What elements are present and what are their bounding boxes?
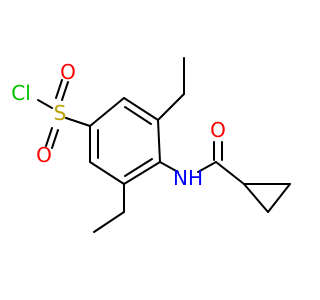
ring-bond-c2-c3 bbox=[123, 97, 159, 121]
atom-label-nh: NH bbox=[173, 166, 203, 190]
ring-bond-c5-c6 bbox=[89, 161, 125, 185]
ring-bond-c1-c2 bbox=[89, 97, 125, 127]
atom-label-o-amide: O bbox=[210, 118, 226, 142]
bond-ring-s bbox=[65, 117, 91, 127]
atom-label-s: S bbox=[54, 101, 67, 125]
bond-ring-n bbox=[159, 161, 179, 173]
ring-double-bond-c4-c5 bbox=[124, 158, 153, 177]
benzene-ring bbox=[89, 97, 161, 185]
chemical-structure: Cl S O O NH O bbox=[11, 57, 291, 233]
atom-label-o-top: O bbox=[60, 60, 76, 84]
atom-label-o-bottom: O bbox=[36, 143, 52, 167]
ring-bond-c3-c4 bbox=[157, 119, 161, 163]
cyclopropyl-bond-1 bbox=[243, 183, 269, 213]
cyclopropanecarboxamide-group bbox=[159, 141, 291, 213]
bond-s-o-top-b bbox=[61, 81, 69, 101]
bond-s-cl bbox=[37, 99, 53, 109]
ethyl-bottom bbox=[93, 183, 125, 233]
ring-double-bond-c2-c3 bbox=[124, 106, 152, 125]
bond-s-o-top-a bbox=[55, 79, 63, 99]
bond-s-o-bottom-a bbox=[45, 127, 53, 147]
sulfonyl-chloride-group bbox=[37, 79, 91, 149]
ring-bond-c4-c5 bbox=[123, 161, 161, 185]
cyclopropyl-bond-2 bbox=[267, 183, 291, 213]
bond-carbonyl-cyclopropyl bbox=[215, 161, 245, 185]
ethyl-top bbox=[157, 57, 185, 121]
ethyl-top-bond-1 bbox=[157, 93, 185, 121]
ethyl-bottom-bond-2 bbox=[93, 211, 125, 233]
atom-label-cl: Cl bbox=[11, 81, 31, 105]
bond-n-carbonyl bbox=[197, 161, 217, 173]
bond-s-o-bottom-b bbox=[51, 129, 59, 149]
